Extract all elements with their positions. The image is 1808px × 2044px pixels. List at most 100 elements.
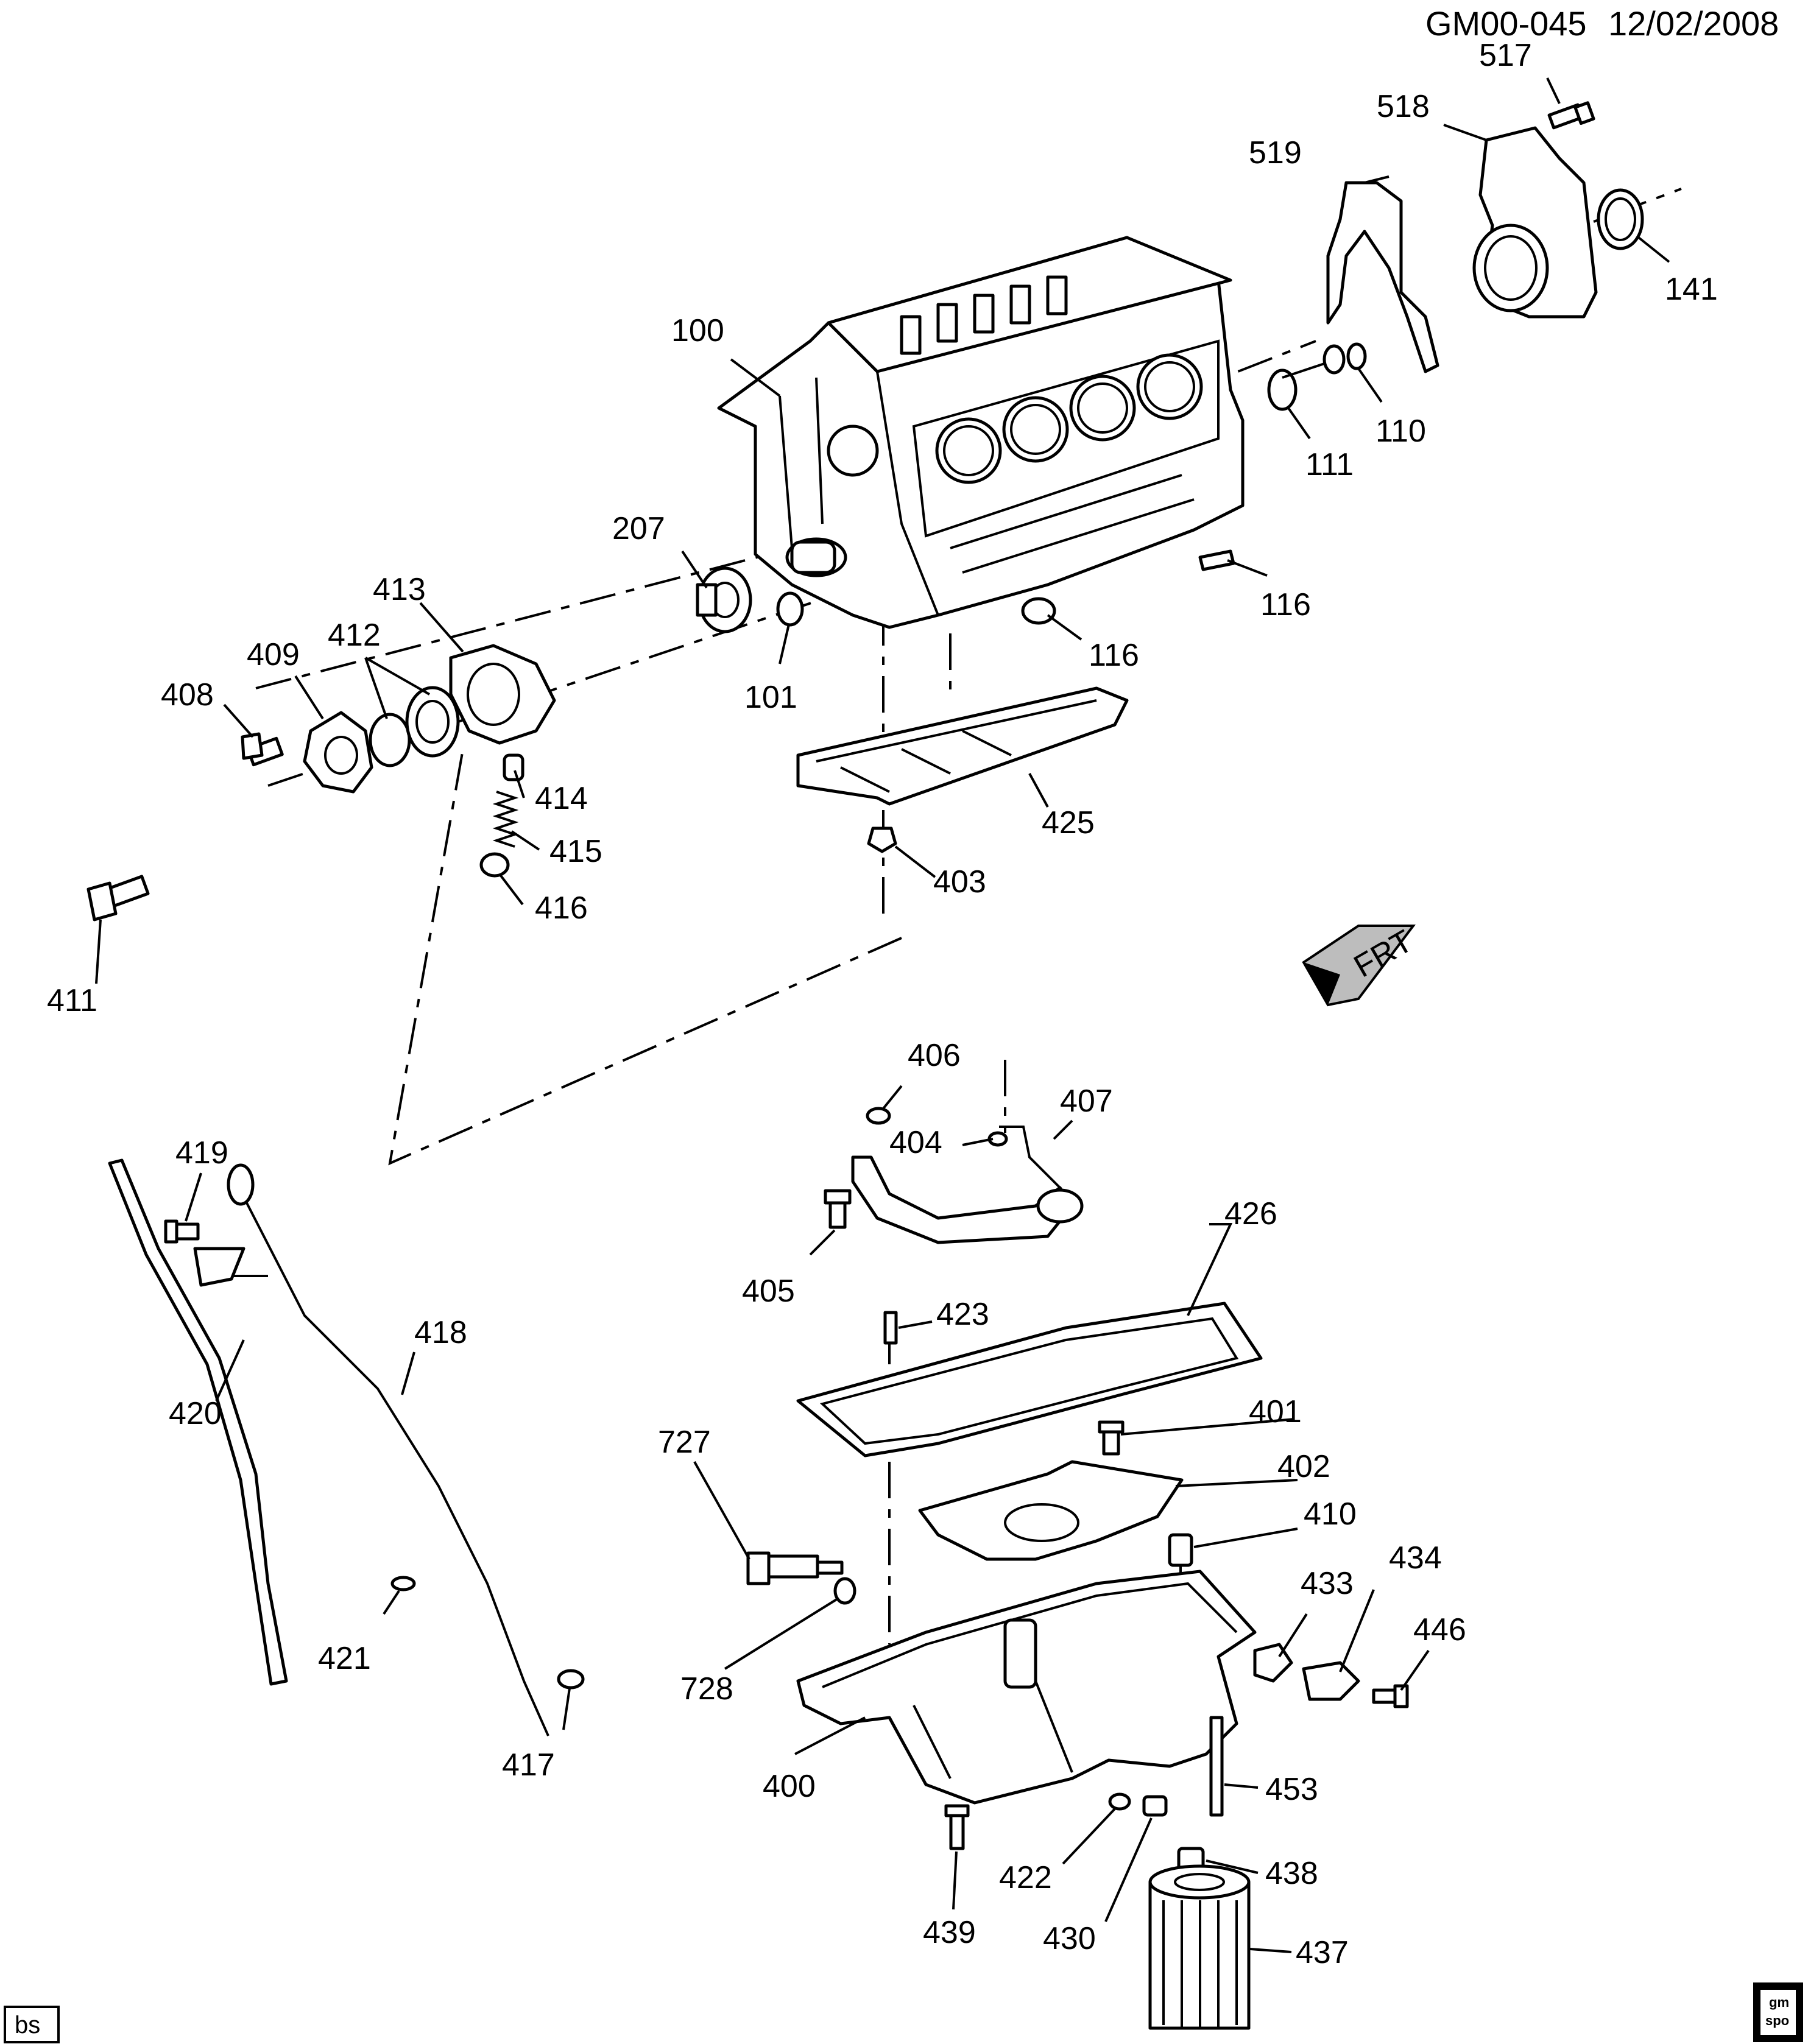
bolt-411 [87, 875, 150, 922]
callout-412: 412 [328, 618, 381, 653]
gear-412-outer [405, 686, 460, 758]
callout-414: 414 [535, 781, 588, 816]
callout-430: 430 [1043, 1921, 1096, 1956]
callout-417: 417 [502, 1747, 555, 1783]
oil-pan-gasket-426 [796, 1302, 1263, 1457]
plug-416 [479, 852, 510, 878]
crankshaft-sprocket-207 [696, 566, 752, 633]
callout-422: 422 [999, 1860, 1052, 1895]
seal-421 [390, 1576, 416, 1591]
callout-401: 401 [1249, 1394, 1302, 1429]
callout-453: 453 [1265, 1772, 1318, 1807]
stud-423 [883, 1311, 898, 1345]
seal-406 [866, 1107, 891, 1125]
document-date: 12/02/2008 [1608, 4, 1779, 43]
callout-411: 411 [47, 983, 97, 1018]
gasket-433 [1253, 1643, 1293, 1683]
seal-110 [1346, 342, 1367, 370]
plug-116-lower [1021, 597, 1056, 625]
callout-426: 426 [1224, 1196, 1277, 1232]
bolt-419 [164, 1219, 200, 1244]
callout-406: 406 [908, 1038, 961, 1073]
callout-423: 423 [936, 1297, 989, 1332]
logo-line1: gm [1769, 1995, 1789, 2010]
callout-728: 728 [680, 1671, 733, 1707]
seal-417 [557, 1669, 585, 1690]
badge-text: bs [15, 2012, 40, 2039]
callout-433: 433 [1301, 1566, 1354, 1601]
dipstick-tube-420 [108, 1158, 288, 1686]
stud-453 [1209, 1716, 1224, 1817]
callout-446: 446 [1413, 1612, 1466, 1648]
document-id: GM00-045 [1425, 4, 1587, 43]
callout-519: 519 [1249, 135, 1302, 171]
pickup-tube-407 [851, 1126, 1084, 1244]
callout-110: 110 [1375, 414, 1426, 449]
oil-filter-437 [1148, 1864, 1251, 2030]
callout-labels: 100 207 101 116 116 111 110 141 519 518 … [47, 38, 1718, 1970]
callout-403: 403 [933, 864, 986, 900]
callout-409: 409 [247, 637, 300, 672]
callout-421: 421 [318, 1641, 371, 1676]
callout-408: 408 [161, 677, 214, 713]
rear-seal-141 [1597, 188, 1644, 250]
bearing-111 [1267, 344, 1346, 411]
callout-416: 416 [535, 890, 588, 926]
callout-400: 400 [763, 1769, 816, 1804]
callout-413: 413 [373, 572, 426, 607]
seal-728 [833, 1577, 856, 1605]
callout-100: 100 [671, 313, 724, 348]
windage-tray-425 [796, 686, 1129, 806]
gm-spo-logo: gm spo [1753, 1982, 1803, 2042]
sensor-727 [746, 1551, 844, 1585]
callout-141: 141 [1665, 272, 1718, 307]
nut-403 [867, 826, 897, 853]
oil-pan-400 [796, 1570, 1257, 1805]
callout-111: 111 [1305, 447, 1354, 482]
callout-116-right: 116 [1260, 587, 1311, 622]
leader-lines [95, 77, 1670, 1953]
callout-407: 407 [1060, 1084, 1113, 1119]
callout-439: 439 [923, 1915, 976, 1950]
valve-414 [503, 753, 524, 781]
logo-line2: spo [1765, 2013, 1789, 2028]
callout-410: 410 [1304, 1496, 1357, 1532]
washer-422 [1108, 1792, 1131, 1811]
engine-block [717, 236, 1245, 629]
bolt-408 [241, 732, 284, 767]
callout-425: 425 [1042, 805, 1095, 841]
bolt-405 [824, 1189, 852, 1229]
callout-402: 402 [1277, 1449, 1330, 1484]
callout-517: 517 [1479, 38, 1532, 73]
fitting-410 [1168, 1533, 1193, 1567]
callout-116-lower: 116 [1089, 638, 1139, 673]
drain-plug-430 [1142, 1795, 1168, 1817]
footer-badge: bs [4, 2006, 60, 2043]
front-direction-indicator: FRT [1302, 923, 1419, 1007]
rear-cover-518 [1472, 126, 1598, 319]
callout-418: 418 [414, 1315, 467, 1350]
callout-437: 437 [1296, 1935, 1349, 1970]
callout-420: 420 [169, 1396, 222, 1431]
bolt-446 [1372, 1684, 1409, 1708]
callout-419: 419 [175, 1135, 228, 1171]
callout-415: 415 [549, 834, 602, 869]
callout-404: 404 [889, 1125, 942, 1160]
cover-409 [303, 711, 373, 794]
dipstick-418 [227, 1163, 549, 1736]
callout-405: 405 [742, 1274, 795, 1309]
bolt-517 [1547, 101, 1595, 130]
callout-438: 438 [1265, 1856, 1318, 1891]
callout-518: 518 [1377, 89, 1430, 124]
rear-cover-gasket-519 [1326, 181, 1439, 373]
baffle-402 [918, 1460, 1184, 1561]
cover-434 [1302, 1661, 1360, 1701]
spring-415 [492, 791, 519, 848]
oil-pump-413 [449, 644, 556, 745]
gear-412-inner [369, 713, 411, 767]
seal-101 [776, 591, 804, 627]
bolt-439 [944, 1804, 970, 1850]
bolt-401 [1098, 1420, 1125, 1456]
callout-727: 727 [658, 1425, 711, 1460]
